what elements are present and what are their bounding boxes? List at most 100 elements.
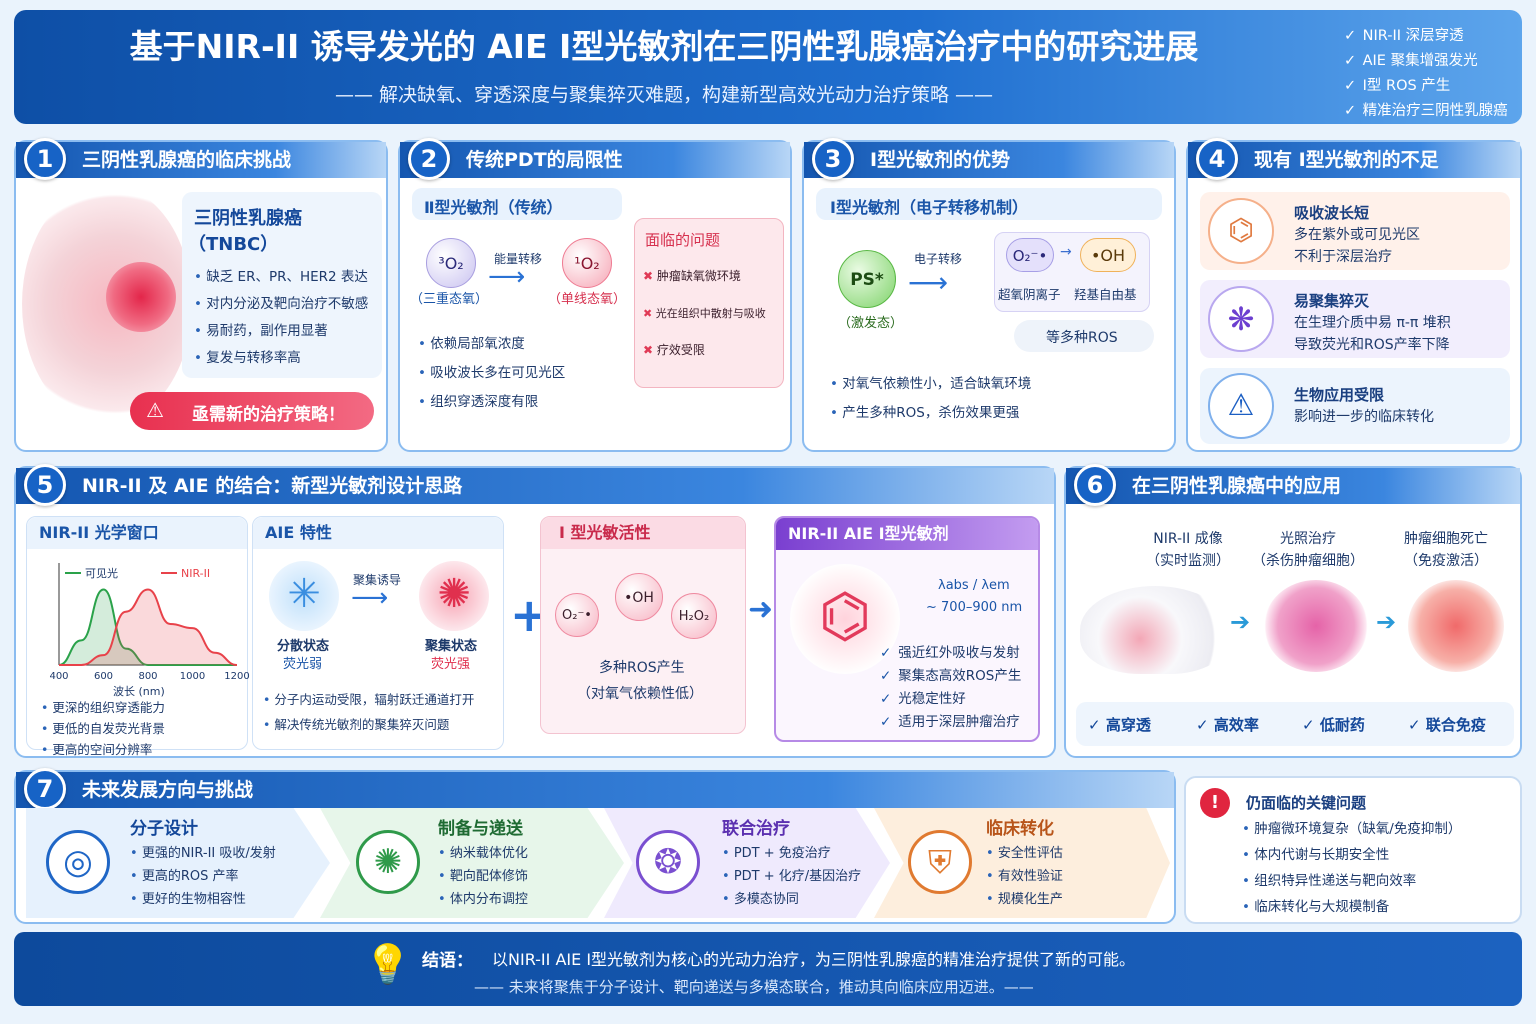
- conclusion-label: 结语：: [422, 951, 473, 971]
- x-tick-label: 1200: [224, 671, 249, 682]
- panel-number: 6: [1074, 464, 1116, 506]
- more-ros: 等多种ROS: [1014, 320, 1154, 352]
- check-icon: ✓: [1302, 716, 1315, 734]
- superoxide: O₂⁻•: [1006, 238, 1054, 272]
- alert-icon: !: [1200, 788, 1230, 818]
- x-axis-label: 波长 (nm): [113, 685, 165, 698]
- arrow-right-icon: →: [1060, 244, 1072, 260]
- problems-card: 面临的问题 ✖ 肿瘤缺氧微环境 ✖ 光在组织中散射与吸收 ✖ 疗效受限: [634, 218, 784, 388]
- series-line-0: [58, 588, 237, 666]
- excited-ps: PS*: [838, 250, 896, 308]
- check-icon: ✓: [1088, 716, 1101, 734]
- panel-type1-advantage: Ⅰ型光敏剂的优势 Ⅰ型光敏剂（电子转移机制） PS* （激发态） 电子转移 ⟶ …: [802, 138, 1176, 452]
- hospital-bed-icon: ⛨: [908, 830, 972, 894]
- tumor-cells-illustration: [1264, 580, 1368, 672]
- header-tags: ✓ NIR-II 深层穿透 ✓ AIE 聚集增强发光 ✓ Ⅰ型 ROS 产生 ✓…: [1344, 24, 1524, 124]
- dead-cells-illustration: [1408, 580, 1504, 672]
- panel-header: 传统PDT的局限性: [400, 142, 790, 178]
- check-icon: ✓: [1408, 716, 1421, 734]
- wavelength-label: λabs / λem: [938, 578, 1010, 593]
- x-tick-label: 400: [49, 671, 68, 682]
- x-tick-label: 1000: [180, 671, 205, 682]
- agent-checks: ✓ 强近红外吸收与发射 ✓ 聚集态高效ROS产生 ✓ 光稳定性好 ✓ 适用于深层…: [880, 642, 1021, 734]
- hydroxyl-radical: •OH: [615, 573, 663, 621]
- nir-window-title: NIR-II 光学窗口: [27, 517, 247, 549]
- triplet-label: （三重态氧）: [410, 292, 489, 307]
- superoxide: O₂⁻•: [555, 593, 599, 637]
- x-tick-label: 600: [94, 671, 113, 682]
- triplet-oxygen: ³O₂: [426, 238, 476, 288]
- check-icon: ✓: [880, 645, 892, 661]
- panel-type1-limits: 现有 Ⅰ型光敏剂的不足 ⌬ 吸收波长短 多在紫外或可见光区 不利于深层治疗 ❋ …: [1186, 138, 1522, 452]
- cross-icon: ✖: [643, 307, 653, 320]
- nir-aie-agent-card: NIR-II AIE Ⅰ型光敏剂 ⌬ λabs / λem ~ 700–900 …: [774, 516, 1040, 742]
- arrow-right-icon: ⟶: [488, 262, 526, 292]
- legend-visible: 可见光: [85, 566, 118, 580]
- arrow-label: 能量转移: [494, 252, 543, 266]
- panel-nir-aie-design: NIR-II 及 AIE 的结合：新型光敏剂设计思路 NIR-II 光学窗口 可…: [14, 464, 1056, 758]
- header-banner: 基于NIR-II 诱导发光的 AIE Ⅰ型光敏剂在三阴性乳腺癌治疗中的研究进展 …: [14, 10, 1522, 124]
- tnbc-card: 三阴性乳腺癌 （TNBC） 缺乏 ER、PR、HER2 表达 对内分泌及靶向治疗…: [182, 192, 382, 378]
- check-icon: ✓: [1344, 53, 1357, 69]
- direction-molecular-design: ◎ 分子设计 更强的NIR-II 吸收/发射更高的ROS 产率更好的生物相容性: [26, 808, 330, 918]
- dispersed-molecule-icon: ✳: [269, 561, 339, 631]
- issue-list: 肿瘤微环境复杂（缺氧/免疫抑制）体内代谢与长期安全性组织特异性递送与靶向效率临床…: [1242, 816, 1461, 920]
- check-icon: ✓: [880, 691, 892, 707]
- panel-number: 3: [812, 138, 854, 180]
- singlet-label: （单线态氧）: [548, 292, 627, 307]
- cell-icon: ❂: [636, 830, 700, 894]
- application-checks: ✓ 高穿透 ✓ 高效率 ✓ 低耐药 ✓ 联合免疫: [1076, 702, 1514, 746]
- panel-tnbc-application: 在三阴性乳腺癌中的应用 NIR-II 成像（实时监测） 光照治疗（杀伤肿瘤细胞）…: [1064, 464, 1522, 758]
- panel-number: 4: [1196, 138, 1238, 180]
- aie-title: AIE 特性: [253, 517, 503, 549]
- molecule-icon: ⌬: [1208, 198, 1274, 264]
- panel-header: 现有 Ⅰ型光敏剂的不足: [1188, 142, 1520, 178]
- tnbc-bullets: 缺乏 ER、PR、HER2 表达 对内分泌及靶向治疗不敏感 易耐药，副作用显著 …: [194, 264, 368, 372]
- warning-icon: ⚠: [1208, 373, 1274, 439]
- panel-header: 在三阴性乳腺癌中的应用: [1066, 468, 1520, 504]
- direction-combination: ❂ 联合治疗 PDT + 免疫治疗PDT + 化疗/基因治疗多模态协同: [604, 808, 890, 918]
- stage-cell-death: 肿瘤细胞死亡（免疫激活）: [1404, 531, 1488, 569]
- arrow-right-icon: ➜: [748, 592, 774, 627]
- check-icon: ✓: [1196, 716, 1209, 734]
- conclusion-line1: 以NIR-II AIE Ⅰ型光敏剂为核心的光动力治疗，为三阴性乳腺癌的精准治疗提…: [492, 950, 1136, 969]
- panel-number: 1: [24, 138, 66, 180]
- tnbc-name: 三阴性乳腺癌: [194, 208, 302, 229]
- stage-imaging: NIR-II 成像（实时监测）: [1146, 531, 1230, 569]
- type1-activity-card: Ⅰ 型光敏活性 O₂⁻• •OH H₂O₂ 多种ROS产生 （对氧气依赖性低）: [540, 516, 746, 734]
- check-icon: ✓: [1344, 28, 1357, 44]
- agent-title: NIR-II AIE Ⅰ型光敏剂: [776, 518, 1038, 550]
- conclusion-line2: —— 未来将聚焦于分子设计、靶向递送与多模态联合，推动其向临床应用迈进。——: [474, 978, 1034, 996]
- page-title: 基于NIR-II 诱导发光的 AIE Ⅰ型光敏剂在三阴性乳腺癌治疗中的研究进展: [129, 27, 1199, 66]
- limit-card-aggregation: ❋ 易聚集猝灭 在生理介质中易 π-π 堆积 导致荧光和ROS产率下降: [1200, 280, 1510, 358]
- panel-number: 5: [24, 464, 66, 506]
- type2-bullets: 依赖局部氧浓度 吸收波长多在可见光区 组织穿透深度有限: [418, 330, 565, 417]
- activity-title: Ⅰ 型光敏活性: [541, 517, 745, 549]
- aie-card: AIE 特性 ✳ 聚集诱导 ⟶ ✺ 分散状态 荧光弱 聚集状态 荧光强 分子内运…: [252, 516, 504, 750]
- series-line-1: [59, 588, 238, 666]
- issue-title: 仍面临的关键问题: [1246, 794, 1367, 812]
- panel-header: 未来发展方向与挑战: [16, 772, 1174, 808]
- check-icon: ✓: [880, 714, 892, 730]
- arrow-right-icon: ⟶: [351, 583, 389, 613]
- nanocarrier-icon: ✺: [356, 830, 420, 894]
- type1-header: Ⅰ型光敏剂（电子转移机制）: [816, 188, 1162, 220]
- chart-legend: 可见光 NIR-II: [65, 566, 210, 580]
- tag: ✓ Ⅰ型 ROS 产生: [1344, 74, 1524, 99]
- hydrogen-peroxide: H₂O₂: [671, 593, 717, 639]
- tnbc-abbr: （TNBC）: [188, 234, 279, 255]
- panel-traditional-pdt: 传统PDT的局限性 Ⅱ型光敏剂（传统） ³O₂ （三重态氧） 能量转移 ⟶ ¹O…: [398, 138, 792, 452]
- arrow-label: 电子转移: [914, 252, 963, 266]
- aggregated-molecule-icon: ✺: [419, 561, 489, 631]
- check-icon: ✓: [1344, 103, 1357, 119]
- aie-bullets: 分子内运动受限，辐射跃迁通道打开 解决传统光敏剂的聚集猝灭问题: [263, 687, 474, 737]
- aggregation-arrow-label: 聚集诱导: [353, 573, 402, 587]
- panel-clinical-challenge: 三阴性乳腺癌的临床挑战 三阴性乳腺癌 （TNBC） 缺乏 ER、PR、HER2 …: [14, 138, 388, 452]
- wavelength-range: ~ 700–900 nm: [926, 600, 1023, 615]
- conclusion-bar: 💡 结语： 以NIR-II AIE Ⅰ型光敏剂为核心的光动力治疗，为三阴性乳腺癌…: [14, 932, 1522, 1006]
- direction-clinical: ⛨ 临床转化 安全性评估有效性验证规模化生产: [874, 808, 1170, 918]
- arrow-right-icon: ➔: [1376, 608, 1397, 636]
- limit-card-application: ⚠ 生物应用受限 影响进一步的临床转化: [1200, 368, 1510, 444]
